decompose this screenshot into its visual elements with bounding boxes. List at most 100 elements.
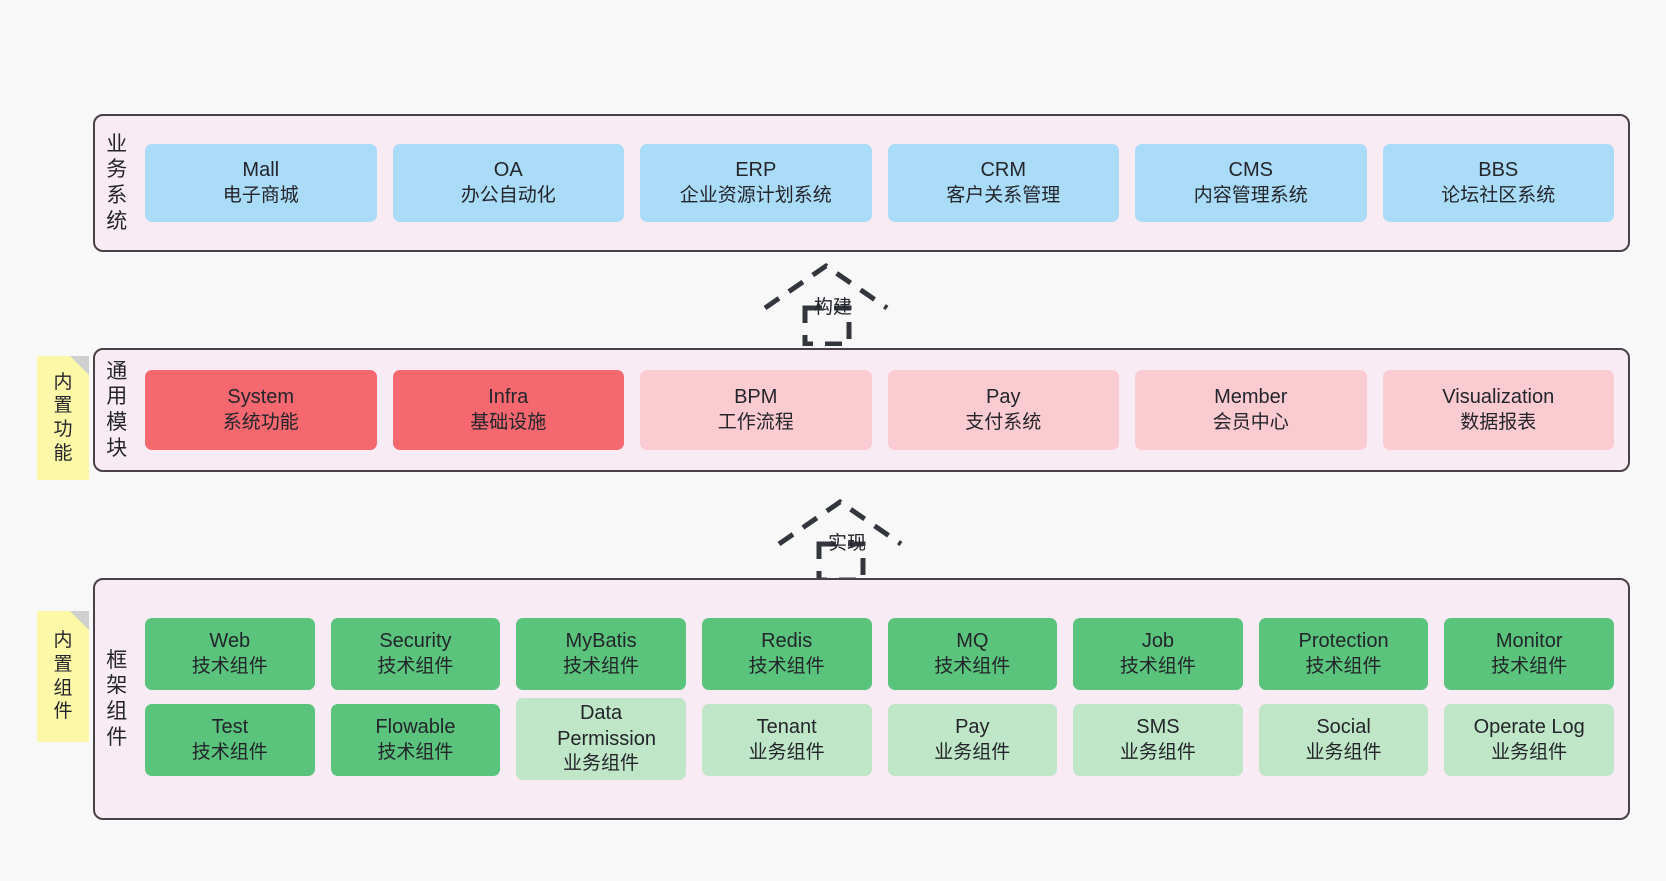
card-pay-component[interactable]: Pay 业务组件 bbox=[887, 704, 1058, 776]
card-subtitle: 业务组件 bbox=[563, 753, 640, 775]
card-title: Pay bbox=[955, 716, 990, 739]
card-job[interactable]: Job 技术组件 bbox=[1073, 618, 1243, 690]
card-title: Protection bbox=[1298, 630, 1389, 653]
card-subtitle: 工作流程 bbox=[717, 411, 794, 433]
business-card-row: Mall 电子商城 OA 办公自动化 ERP 企业资源计划系统 CRM 客户关系… bbox=[145, 144, 1614, 222]
card-cms[interactable]: CMS 内容管理系统 bbox=[1135, 144, 1367, 222]
card-title: Redis bbox=[761, 630, 813, 653]
layer-business-system: 业 务 系 统 Mall 电子商城 OA 办公自动化 ERP 企业资源计划系统 bbox=[93, 114, 1630, 252]
card-title: ERP bbox=[735, 159, 777, 182]
card-title: Test bbox=[211, 716, 249, 739]
card-protection[interactable]: Protection 技术组件 bbox=[1258, 618, 1429, 690]
layer-label-common-module: 通 用 模 块 bbox=[95, 350, 139, 470]
card-title: Member bbox=[1214, 386, 1288, 409]
business-cards-wrap: Mall 电子商城 OA 办公自动化 ERP 企业资源计划系统 CRM 客户关系… bbox=[139, 116, 1628, 250]
sticky-char: 件 bbox=[53, 701, 73, 723]
connector-implement-label: 实现 bbox=[828, 533, 867, 554]
card-title: Social bbox=[1316, 716, 1371, 739]
card-mq[interactable]: MQ 技术组件 bbox=[887, 618, 1058, 690]
card-test[interactable]: Test 技术组件 bbox=[145, 704, 315, 776]
card-member[interactable]: Member 会员中心 bbox=[1135, 370, 1367, 450]
card-title: System bbox=[227, 386, 295, 409]
layer-label-business-system: 业 务 系 统 bbox=[95, 116, 139, 250]
card-bbs[interactable]: BBS 论坛社区系统 bbox=[1382, 144, 1614, 222]
card-bpm[interactable]: BPM 工作流程 bbox=[640, 370, 872, 450]
label-char: 用 bbox=[106, 385, 128, 409]
card-subtitle: 技术组件 bbox=[1491, 655, 1568, 677]
label-char: 模 bbox=[106, 411, 128, 434]
component-cards-wrap: Web 技术组件 Security 技术组件 MyBatis 技术组件 Redi… bbox=[139, 580, 1628, 818]
module-card-row: System 系统功能 Infra 基础设施 BPM 工作流程 Pay 支付系统… bbox=[145, 370, 1614, 450]
card-title: Web bbox=[209, 630, 251, 653]
label-char: 通 bbox=[106, 359, 128, 383]
card-subtitle: 业务组件 bbox=[1305, 741, 1382, 763]
card-title: OA bbox=[493, 159, 523, 182]
card-oa[interactable]: OA 办公自动化 bbox=[392, 144, 624, 222]
layer-common-module: 通 用 模 块 System 系统功能 Infra 基础设施 BPM 工作流程 bbox=[93, 348, 1630, 472]
card-mall[interactable]: Mall 电子商城 bbox=[145, 144, 377, 222]
card-title: Operate Log bbox=[1473, 716, 1585, 739]
connector-build-label: 构建 bbox=[814, 297, 853, 318]
card-subtitle: 业务组件 bbox=[1491, 741, 1568, 763]
card-subtitle: 论坛社区系统 bbox=[1441, 184, 1556, 206]
card-subtitle: 系统功能 bbox=[222, 411, 299, 433]
card-subtitle: 支付系统 bbox=[965, 411, 1042, 433]
card-title: Pay bbox=[986, 386, 1021, 409]
card-subtitle: 业务组件 bbox=[1119, 741, 1196, 763]
card-title: Monitor bbox=[1495, 630, 1563, 653]
component-biz-row: Test 技术组件 Flowable 技术组件 Data Permission … bbox=[145, 698, 1614, 780]
card-data-permission[interactable]: Data Permission 业务组件 bbox=[516, 698, 686, 780]
card-subtitle: 业务组件 bbox=[934, 741, 1011, 763]
card-web[interactable]: Web 技术组件 bbox=[145, 618, 315, 690]
card-subtitle: 电子商城 bbox=[222, 184, 299, 206]
card-visualization[interactable]: Visualization 数据报表 bbox=[1382, 370, 1614, 450]
card-title: MyBatis bbox=[565, 630, 637, 653]
card-subtitle: 内容管理系统 bbox=[1193, 184, 1308, 206]
label-char: 框 bbox=[106, 648, 128, 672]
sticky-char: 置 bbox=[53, 395, 73, 417]
card-mybatis[interactable]: MyBatis 技术组件 bbox=[516, 618, 686, 690]
sticky-fold-icon bbox=[70, 356, 89, 375]
card-subtitle: 技术组件 bbox=[563, 655, 640, 677]
card-subtitle: 技术组件 bbox=[1305, 655, 1382, 677]
card-title: SMS bbox=[1136, 716, 1180, 739]
label-char: 块 bbox=[106, 436, 128, 460]
card-title: CRM bbox=[980, 159, 1027, 182]
card-subtitle: 客户关系管理 bbox=[946, 184, 1061, 206]
card-pay-module[interactable]: Pay 支付系统 bbox=[887, 370, 1119, 450]
card-redis[interactable]: Redis 技术组件 bbox=[701, 618, 872, 690]
label-char: 件 bbox=[106, 725, 128, 749]
label-char: 组 bbox=[106, 700, 128, 723]
card-title: BBS bbox=[1478, 159, 1519, 182]
card-subtitle: 办公自动化 bbox=[460, 184, 556, 206]
card-title: Infra bbox=[488, 386, 529, 409]
card-subtitle: 技术组件 bbox=[1119, 655, 1196, 677]
card-tenant[interactable]: Tenant 业务组件 bbox=[701, 704, 872, 776]
module-cards-wrap: System 系统功能 Infra 基础设施 BPM 工作流程 Pay 支付系统… bbox=[139, 350, 1628, 470]
card-social[interactable]: Social 业务组件 bbox=[1258, 704, 1429, 776]
sticky-note-builtin-function: 内 置 功 能 bbox=[37, 356, 89, 480]
card-erp[interactable]: ERP 企业资源计划系统 bbox=[640, 144, 872, 222]
card-title: Visualization bbox=[1442, 386, 1555, 409]
card-system[interactable]: System 系统功能 bbox=[145, 370, 377, 450]
sticky-char: 内 bbox=[53, 371, 73, 393]
card-security[interactable]: Security 技术组件 bbox=[330, 618, 501, 690]
sticky-char: 置 bbox=[53, 653, 73, 675]
card-subtitle: 技术组件 bbox=[748, 655, 825, 677]
label-char: 务 bbox=[106, 158, 128, 182]
card-crm[interactable]: CRM 客户关系管理 bbox=[887, 144, 1119, 222]
card-flowable[interactable]: Flowable 技术组件 bbox=[330, 704, 501, 776]
card-infra[interactable]: Infra 基础设施 bbox=[392, 370, 624, 450]
card-subtitle: 技术组件 bbox=[934, 655, 1011, 677]
card-subtitle: 技术组件 bbox=[191, 741, 268, 763]
card-operate-log[interactable]: Operate Log 业务组件 bbox=[1444, 704, 1614, 776]
card-subtitle: 业务组件 bbox=[748, 741, 825, 763]
card-subtitle: 会员中心 bbox=[1212, 411, 1289, 433]
label-char: 统 bbox=[106, 209, 128, 233]
card-title: Mall bbox=[242, 159, 280, 182]
card-sms[interactable]: SMS 业务组件 bbox=[1073, 704, 1243, 776]
card-title: Data Permission bbox=[557, 702, 656, 750]
card-monitor[interactable]: Monitor 技术组件 bbox=[1444, 618, 1614, 690]
sticky-note-builtin-component: 内 置 组 件 bbox=[37, 611, 89, 742]
card-subtitle: 基础设施 bbox=[470, 411, 547, 433]
